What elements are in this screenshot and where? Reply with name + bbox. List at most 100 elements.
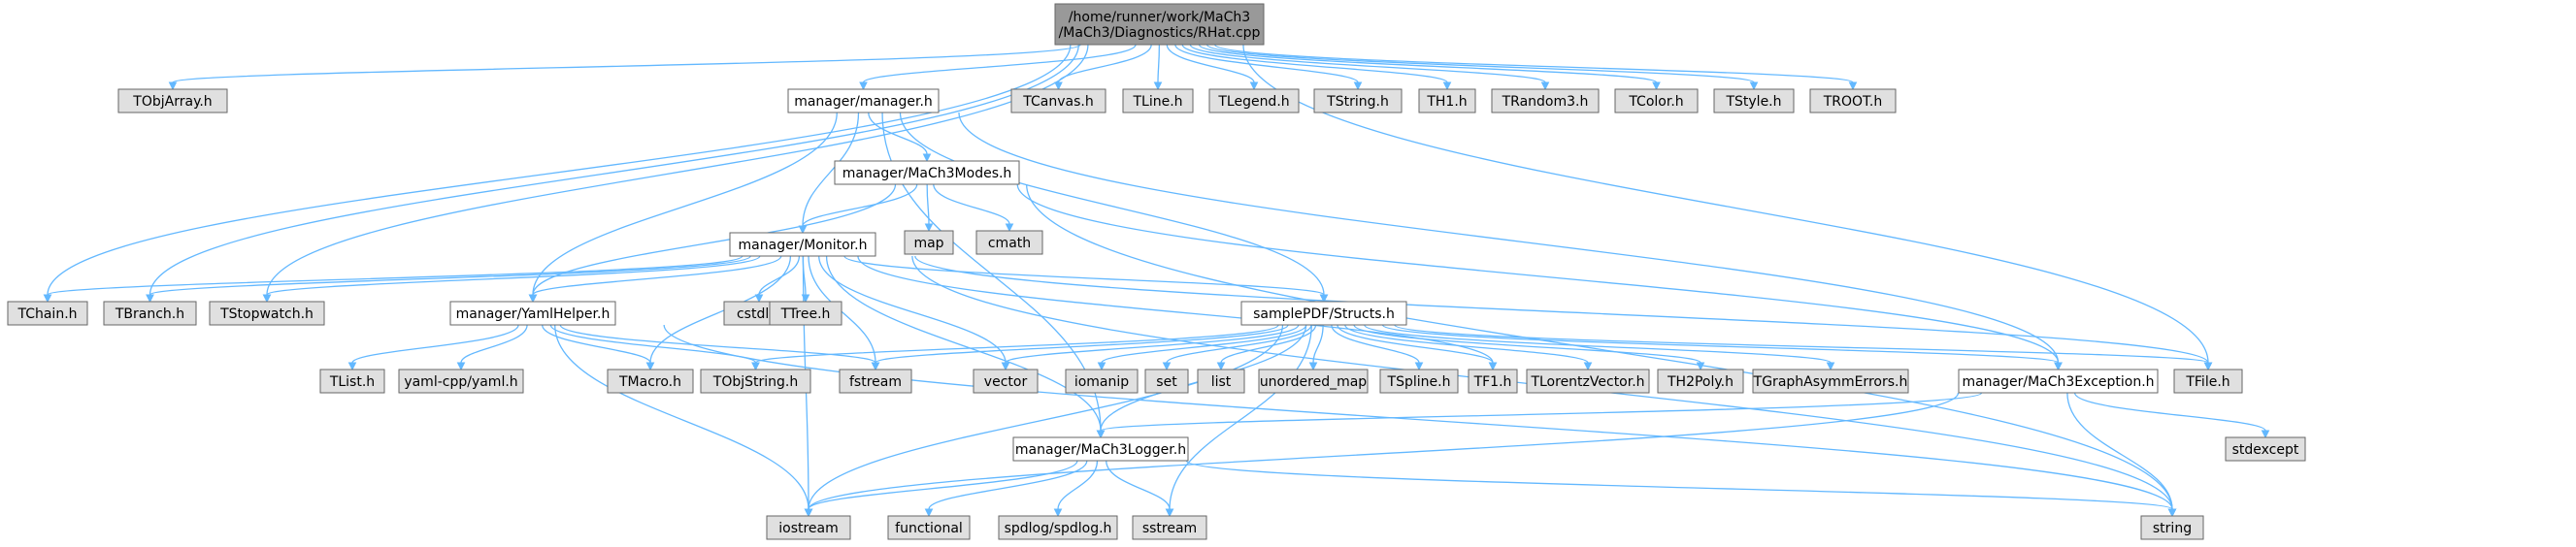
node-mach3modes[interactable]: manager/MaCh3Modes.h bbox=[834, 160, 1020, 185]
dependency-edge-root-to-tcolor bbox=[1198, 44, 1661, 91]
node-box bbox=[607, 369, 694, 394]
node-label: iostream bbox=[778, 521, 839, 536]
node-box bbox=[1809, 88, 1897, 113]
node-th1: TH1.h bbox=[1418, 88, 1476, 113]
node-box bbox=[787, 88, 940, 113]
dependency-edge-structs-to-iostream bbox=[804, 324, 1284, 518]
node-box bbox=[1614, 88, 1699, 113]
node-box bbox=[1313, 88, 1403, 113]
node-box bbox=[1012, 436, 1189, 462]
node-tobjarray: TObjArray.h bbox=[117, 88, 228, 113]
node-mach3exception[interactable]: manager/MaCh3Exception.h bbox=[1958, 369, 2159, 394]
node-label: TRandom3.h bbox=[1502, 94, 1589, 110]
node-structs[interactable]: samplePDF/Structs.h bbox=[1240, 301, 1407, 326]
node-box bbox=[1958, 369, 2159, 394]
node-label: TChain.h bbox=[17, 306, 77, 322]
node-label: TMacro.h bbox=[618, 374, 681, 390]
dependency-edge-mach3exception-to-stdexcept bbox=[2073, 392, 2270, 439]
node-label: TH1.h bbox=[1426, 94, 1467, 110]
node-tfile: TFile.h bbox=[2173, 369, 2243, 394]
dependency-edge-monitor-to-yamlhelper bbox=[528, 255, 782, 304]
node-tlist: TList.h bbox=[319, 369, 385, 394]
node-tmacro: TMacro.h bbox=[607, 369, 694, 394]
node-box bbox=[103, 301, 197, 326]
node-tspline: TSpline.h bbox=[1379, 369, 1459, 394]
dependency-edge-root-to-tobjarray bbox=[168, 44, 1081, 91]
dependency-edge-root-to-tstyle bbox=[1205, 44, 1759, 91]
node-sstream: sstream bbox=[1132, 515, 1207, 540]
node-trandom3: TRandom3.h bbox=[1491, 88, 1600, 113]
node-label: TLine.h bbox=[1132, 94, 1182, 110]
node-box bbox=[1197, 369, 1245, 394]
node-box bbox=[1258, 369, 1369, 394]
node-label: yaml-cpp/yaml.h bbox=[404, 374, 517, 390]
node-box bbox=[998, 515, 1118, 540]
node-label: samplePDF/Structs.h bbox=[1253, 306, 1395, 322]
dependency-edge-mach3exception-to-mach3logger bbox=[1096, 392, 1983, 439]
node-label: manager/MaCh3Modes.h bbox=[842, 166, 1012, 181]
node-iostream: iostream bbox=[766, 515, 851, 540]
node-box bbox=[2225, 436, 2306, 462]
dependency-edge-yamlhelper-to-tlist bbox=[347, 324, 519, 371]
dependency-edge-root-to-tstring bbox=[1174, 44, 1363, 91]
dependency-edge-structs-to-tfile bbox=[1394, 324, 2213, 371]
node-unordered-map: unordered_map bbox=[1258, 369, 1369, 394]
node-layer: /home/runner/work/MaCh3/MaCh3/Diagnostic… bbox=[7, 3, 2306, 540]
dependency-edge-mach3logger-to-sstream bbox=[1106, 460, 1174, 518]
node-yamlhelper[interactable]: manager/YamlHelper.h bbox=[449, 301, 616, 326]
node-label: TColor.h bbox=[1628, 94, 1683, 110]
node-label: TTree.h bbox=[780, 306, 831, 322]
node-box bbox=[839, 369, 912, 394]
dependency-edge-structs-to-vector bbox=[1001, 324, 1300, 371]
node-manager[interactable]: manager/manager.h bbox=[787, 88, 940, 113]
node-label: functional bbox=[895, 521, 963, 536]
node-label: TROOT.h bbox=[1823, 94, 1883, 110]
node-stdexcept: stdexcept bbox=[2225, 436, 2306, 462]
node-label: list bbox=[1211, 374, 1232, 390]
node-label: TList.h bbox=[329, 374, 375, 390]
dependency-edge-monitor-to-structs bbox=[843, 255, 1329, 304]
node-label: manager/manager.h bbox=[794, 94, 933, 110]
node-box bbox=[398, 369, 524, 394]
node-tgraphasymmerrors: TGraphAsymmErrors.h bbox=[1752, 369, 1909, 394]
node-set: set bbox=[1144, 369, 1189, 394]
dependency-edge-structs-to-iomanip bbox=[1097, 324, 1307, 371]
node-tline: TLine.h bbox=[1122, 88, 1194, 113]
node-functional: functional bbox=[887, 515, 971, 540]
node-label: cmath bbox=[988, 236, 1031, 251]
dependency-edge-structs-to-tobjstring bbox=[751, 324, 1279, 371]
node-box bbox=[1240, 301, 1407, 326]
node-label: TF1.h bbox=[1473, 374, 1512, 390]
node-label: manager/YamlHelper.h bbox=[456, 306, 611, 322]
dependency-edge-structs-to-tgraphasymmerrors bbox=[1364, 324, 1835, 371]
node-box bbox=[766, 515, 851, 540]
node-box bbox=[834, 160, 1020, 185]
node-label: TGraphAsymmErrors.h bbox=[1753, 374, 1908, 390]
node-label: TFile.h bbox=[2185, 374, 2229, 390]
node-tchain: TChain.h bbox=[7, 301, 88, 326]
dependency-edge-root-to-troot bbox=[1214, 44, 1858, 91]
dependency-edge-structs-to-tlorentzvector bbox=[1344, 324, 1593, 371]
node-tstyle: TStyle.h bbox=[1713, 88, 1795, 113]
dependency-edge-manager-to-mach3modes bbox=[868, 112, 932, 163]
node-label: manager/Monitor.h bbox=[739, 238, 868, 253]
node-label: TSpline.h bbox=[1387, 374, 1451, 390]
node-box bbox=[1122, 88, 1194, 113]
node-list: list bbox=[1197, 369, 1245, 394]
dependency-edge-yamlhelper-to-fstream bbox=[559, 324, 880, 371]
node-iomanip: iomanip bbox=[1065, 369, 1139, 394]
node-monitor[interactable]: manager/Monitor.h bbox=[729, 232, 876, 257]
node-tbranch: TBranch.h bbox=[103, 301, 197, 326]
node-box bbox=[904, 230, 954, 255]
node-ttree: TTree.h bbox=[769, 301, 842, 326]
dependency-edge-root-to-tlegend bbox=[1166, 44, 1259, 91]
node-box bbox=[973, 369, 1039, 394]
node-box bbox=[209, 301, 325, 326]
dependency-edge-yamlhelper-to-tmacro bbox=[542, 324, 655, 371]
node-string: string bbox=[2140, 515, 2204, 540]
node-box bbox=[449, 301, 616, 326]
dependency-edge-structs-to-tf1 bbox=[1337, 324, 1498, 371]
node-box bbox=[7, 301, 88, 326]
node-mach3logger[interactable]: manager/MaCh3Logger.h bbox=[1012, 436, 1189, 462]
